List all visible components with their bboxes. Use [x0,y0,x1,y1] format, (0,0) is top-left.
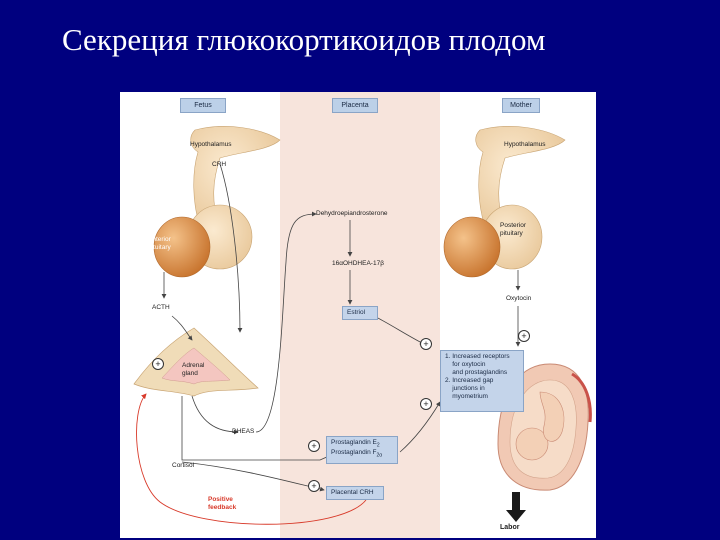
adrenal-plus-icon: + [152,358,164,370]
dheas-label: DHEAS [232,428,255,435]
adrenal-gland-label: Adrenal gland [182,362,205,377]
maternal-effects-box: 1. Increased receptors for oxytocin and … [440,350,524,412]
header-placenta: Placenta [332,98,378,113]
positive-feedback-arrow [136,393,367,525]
prostaglandin-plus-icon: + [308,440,320,452]
crh-label: CRH [212,161,227,168]
placental-crh-box: Placental CRH [326,486,384,500]
prostaglandin-effects-plus-icon: + [420,398,432,410]
labor-label: Labor [500,524,520,531]
posterior-pituitary-label: Posterior pituitary [500,222,527,237]
adrenal-to-dheas-arrow [191,395,239,435]
prostaglandin-to-effects-arrow [399,401,441,453]
adrenal-gland-illustration [133,327,259,397]
dheas-to-dhea-arrow [255,211,317,433]
anterior-pituitary-label: Anterior pituitary [148,236,171,251]
ohdhea-label: 16αOHDHEA-17β [332,260,384,267]
estriol-box: Estriol [342,306,378,320]
fetal-hypothalamus-label: Hypothalamus [190,141,232,148]
oxytocin-plus-icon: + [518,330,530,342]
cortisol-to-crh-arrow [181,461,325,492]
maternal-hypothalamus-label: Hypothalamus [504,141,546,148]
crh-arrow [219,163,243,333]
oxytocin-label: Oxytocin [506,295,532,302]
dhea-label: Dehydroepiandrosterone [316,210,388,217]
acth-label: ACTH [152,304,170,311]
acth-to-adrenal-arrow [171,315,193,341]
header-mother: Mother [502,98,540,113]
cortisol-label: Cortisol [172,462,195,469]
prostaglandins-box: Prostaglandin E2 Prostaglandin F2α [326,436,398,464]
positive-feedback-label: Positive feedback [208,496,237,511]
crh-plus-icon: + [308,480,320,492]
estriol-to-effects-arrow [373,315,425,345]
estriol-plus-icon: + [420,338,432,350]
labor-arrow [506,492,526,522]
maternal-hypothalamus-illustration [443,126,566,278]
header-fetus: Fetus [180,98,226,113]
slide-title: Секреция глюкокортикоидов плодом [62,22,546,57]
diagram-panel: Fetus Placenta Mother Hypothalamus CRH A… [120,92,596,538]
